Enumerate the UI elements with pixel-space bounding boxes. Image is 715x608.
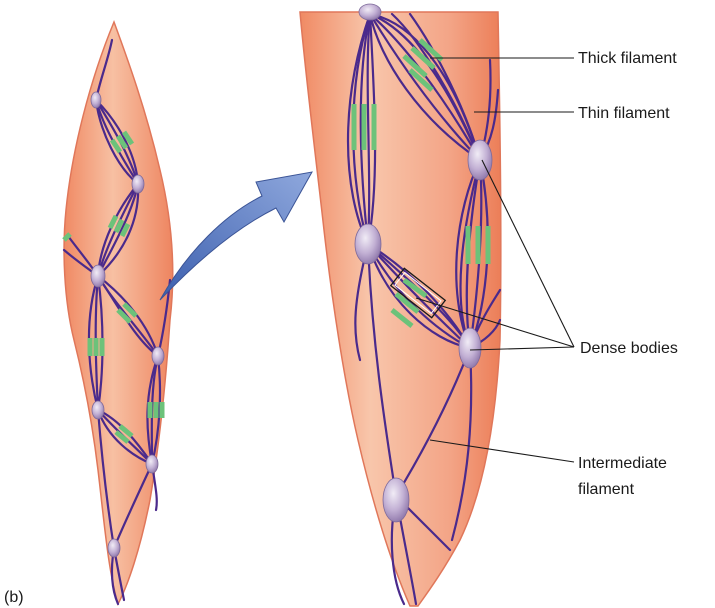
dense-body	[383, 478, 409, 522]
dense-body	[132, 175, 144, 193]
dense-body	[92, 401, 104, 419]
panel-label: (b)	[4, 589, 24, 606]
dense-body	[146, 455, 158, 473]
label-thin-filament: Thin filament	[578, 105, 670, 122]
dense-body	[108, 539, 120, 557]
magnify-arrow-icon	[160, 172, 312, 300]
dense-body	[152, 347, 164, 365]
dense-body	[459, 328, 481, 368]
label-intermediate-filament-line1: Intermediate	[578, 455, 667, 472]
dense-body	[359, 4, 381, 20]
right-smooth-muscle-cell	[300, 4, 501, 606]
label-thick-filament: Thick filament	[578, 50, 677, 67]
label-intermediate-filament-line2: filament	[578, 481, 635, 498]
label-dense-bodies: Dense bodies	[580, 340, 678, 357]
dense-body	[91, 92, 101, 108]
left-smooth-muscle-cell	[64, 22, 173, 604]
dense-body	[91, 265, 105, 287]
dense-body	[355, 224, 381, 264]
